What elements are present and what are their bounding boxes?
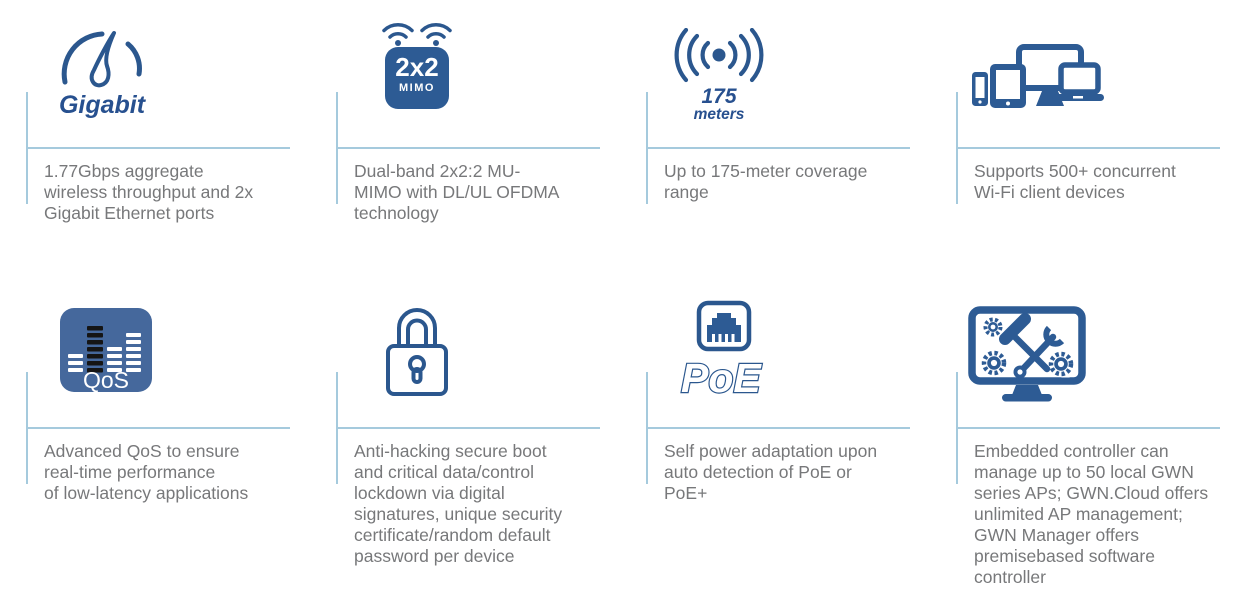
gigabit-label: Gigabit (58, 91, 146, 119)
speedometer-icon: Gigabit (52, 26, 152, 120)
divider-horizontal (28, 147, 290, 149)
divider-horizontal (338, 427, 600, 429)
feature-description: Advanced QoS to ensure real-time perform… (44, 441, 249, 503)
feature-card-gigabit-throughput: Gigabit 1.77Gbps aggregate wireless thro… (26, 20, 326, 301)
feature-description: Supports 500+ concurrent Wi-Fi client de… (974, 161, 1176, 202)
mimo-sublabel: MIMO (399, 82, 435, 94)
wifi-2x2-mimo-icon: 2x2 MIMO (379, 21, 455, 109)
feature-description: Anti-hacking secure boot and critical da… (354, 441, 563, 566)
qos-label: QoS (83, 367, 129, 392)
feature-card-security: Anti-hacking secure boot and critical da… (336, 300, 636, 581)
feature-card-mu-mimo: 2x2 MIMO Dual-band 2x2:2 MU- MIMO with D… (336, 20, 636, 301)
feature-description: Up to 175-meter coverage range (664, 161, 868, 202)
feature-description: Embedded controller can manage up to 50 … (974, 441, 1209, 587)
feature-description: Self power adaptation upon auto detectio… (664, 441, 878, 503)
feature-card-embedded-controller: Embedded controller can manage up to 50 … (956, 300, 1256, 587)
signal-range-icon: 175 meters (664, 28, 774, 122)
qos-equalizer-icon: QoS (60, 308, 152, 392)
range-unit-label: meters (693, 106, 745, 123)
wifi-waves-icon (382, 23, 452, 46)
divider-vertical (646, 92, 648, 204)
divider-horizontal (648, 427, 910, 429)
padlock-icon (384, 300, 450, 398)
mimo-badge: 2x2 MIMO (385, 47, 449, 109)
divider-vertical (26, 372, 28, 484)
feature-card-coverage-range: 175 meters Up to 175-meter coverage rang… (646, 20, 946, 301)
divider-vertical (956, 92, 958, 204)
management-tools-icon (968, 306, 1086, 402)
feature-card-advanced-qos: QoS Advanced QoS to ensure real-time per… (26, 300, 326, 581)
divider-horizontal (28, 427, 290, 429)
poe-label: PoE (681, 355, 762, 400)
divider-horizontal (648, 147, 910, 149)
feature-description: 1.77Gbps aggregate wireless throughput a… (44, 161, 254, 223)
divider-horizontal (958, 427, 1220, 429)
divider-vertical (336, 372, 338, 484)
feature-description: Dual-band 2x2:2 MU- MIMO with DL/UL OFDM… (354, 161, 560, 223)
divider-vertical (26, 92, 28, 204)
divider-vertical (336, 92, 338, 204)
divider-vertical (646, 372, 648, 484)
feature-card-client-capacity: Supports 500+ concurrent Wi-Fi client de… (956, 20, 1256, 301)
divider-vertical (956, 372, 958, 484)
mimo-2x2-label: 2x2 (395, 52, 439, 82)
feature-card-poe-power: PoE Self power adaptation upon auto dete… (646, 300, 946, 581)
range-value-label: 175 (701, 85, 737, 108)
divider-horizontal (338, 147, 600, 149)
divider-horizontal (958, 147, 1220, 149)
client-devices-icon (972, 44, 1104, 108)
ethernet-poe-icon: PoE (679, 300, 769, 400)
